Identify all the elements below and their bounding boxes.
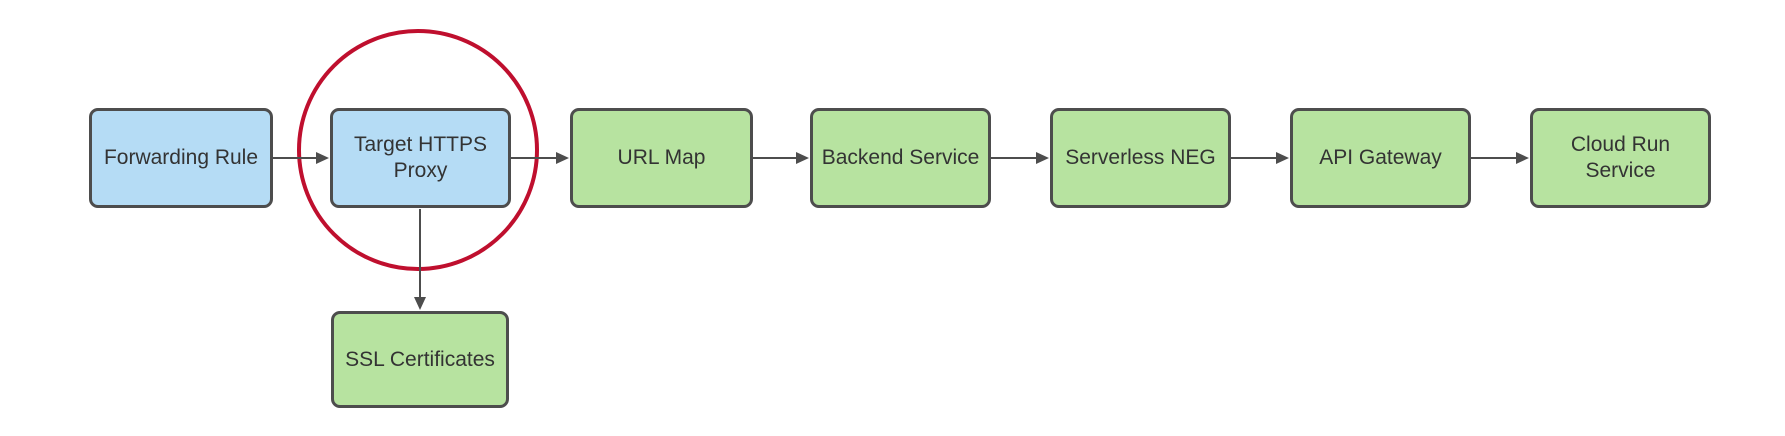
node-url-map[interactable]: URL Map <box>570 108 753 208</box>
node-target-https-proxy[interactable]: Target HTTPS Proxy <box>330 108 511 208</box>
highlight-circle-annotation <box>297 29 539 271</box>
node-backend-service[interactable]: Backend Service <box>810 108 991 208</box>
node-label: SSL Certificates <box>345 347 495 371</box>
node-label: Cloud Run Service <box>1570 133 1671 182</box>
node-cloud-run-service[interactable]: Cloud Run Service <box>1530 108 1711 208</box>
node-forwarding-rule[interactable]: Forwarding Rule <box>89 108 273 208</box>
node-label: Target HTTPS Proxy <box>353 133 488 182</box>
node-label: Forwarding Rule <box>103 146 259 169</box>
node-label: API Gateway <box>1319 146 1442 169</box>
node-serverless-neg[interactable]: Serverless NEG <box>1050 108 1231 208</box>
node-api-gateway[interactable]: API Gateway <box>1290 108 1471 208</box>
node-ssl-certificates[interactable]: SSL Certificates <box>331 311 509 408</box>
node-label: URL Map <box>617 146 706 169</box>
node-label: Backend Service <box>821 146 980 169</box>
node-label: Serverless NEG <box>1065 146 1216 169</box>
